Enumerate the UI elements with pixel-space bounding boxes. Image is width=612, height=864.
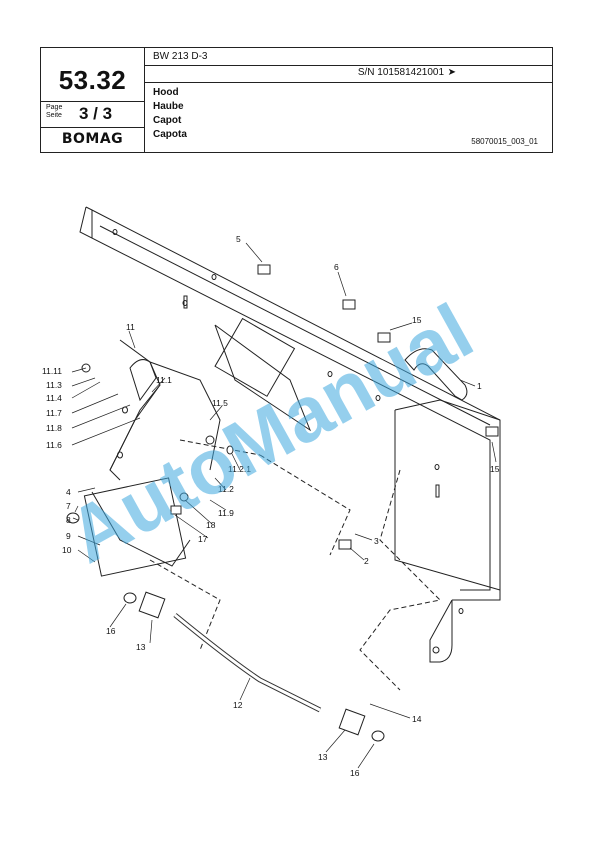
serial-number: S/N 101581421001 bbox=[357, 67, 444, 78]
header-rule bbox=[144, 65, 552, 66]
side-panel bbox=[394, 399, 501, 663]
callout-7: 7 bbox=[66, 501, 71, 511]
callout-18: 18 bbox=[206, 520, 216, 530]
page-label: Page Seite bbox=[46, 104, 62, 120]
callout-13b: 13 bbox=[318, 752, 328, 762]
callout-11-5: 11.5 bbox=[212, 398, 228, 408]
header-rule bbox=[144, 82, 552, 83]
callout-3: 3 bbox=[374, 536, 379, 546]
callout-11-2: 11.2 bbox=[218, 484, 234, 494]
callout-11-9: 11.8 bbox=[46, 423, 62, 433]
callout-5: 5 bbox=[236, 234, 241, 244]
lock-plate bbox=[214, 317, 312, 432]
callout-6: 6 bbox=[334, 262, 339, 272]
assembly-axis bbox=[149, 439, 442, 691]
callout-4: 4 bbox=[66, 487, 71, 497]
callout-11-7: 11.9 bbox=[218, 508, 234, 518]
callout-9: 9 bbox=[66, 531, 71, 541]
document-number: 58070015_003_01 bbox=[471, 137, 538, 146]
callout-15a: 15 bbox=[412, 315, 422, 325]
model-name: BW 213 D-3 bbox=[153, 51, 208, 62]
handle bbox=[404, 348, 468, 401]
callout-17: 17 bbox=[198, 534, 208, 544]
page-label-de: Seite bbox=[46, 112, 62, 119]
callout-11-1: 11.1 bbox=[156, 375, 172, 385]
arrow-icon: ➤ bbox=[447, 67, 456, 78]
page-value: 3 / 3 bbox=[79, 104, 113, 123]
title-fr: Capot bbox=[153, 115, 182, 126]
callout-11-3: 11.3 bbox=[46, 380, 62, 390]
leader-lines bbox=[71, 242, 497, 769]
header-rule bbox=[41, 127, 144, 128]
title-list: Hood Haube Capot Capota bbox=[153, 86, 187, 142]
bolt-icons bbox=[66, 264, 499, 550]
header-divider bbox=[144, 48, 145, 152]
section-number: 53.32 bbox=[58, 65, 127, 95]
header-rule bbox=[41, 101, 144, 102]
gas-strut bbox=[123, 591, 385, 742]
callout-16b: 16 bbox=[350, 768, 360, 778]
callout-11-2-1: 11.2.1 bbox=[228, 464, 251, 474]
callout-11-11: 11.11 bbox=[42, 366, 62, 376]
title-es: Capota bbox=[153, 129, 187, 140]
callout-15b: 15 bbox=[490, 464, 500, 474]
callout-labels: 5 6 15 1 15 11 11.11 11.3 11.4 11.7 11.8… bbox=[42, 234, 500, 778]
callout-11-8: 11.7 bbox=[46, 408, 62, 418]
callout-13a: 13 bbox=[136, 642, 146, 652]
callout-8: 8 bbox=[66, 515, 71, 525]
callout-2: 2 bbox=[364, 556, 369, 566]
callout-1: 1 bbox=[477, 381, 482, 391]
title-de: Haube bbox=[153, 101, 184, 112]
watermark: AutoManual bbox=[54, 287, 487, 580]
header-block: BW 213 D-3 S/N 101581421001 ➤ 53.32 Page… bbox=[40, 47, 553, 153]
callout-10: 10 bbox=[62, 545, 72, 555]
callout-11: 11 bbox=[126, 322, 135, 332]
page-label-en: Page bbox=[46, 104, 63, 111]
callout-11-6: 11.6 bbox=[46, 440, 62, 450]
callout-14: 14 bbox=[412, 714, 422, 724]
callout-16a: 16 bbox=[106, 626, 116, 636]
callout-11-4: 11.4 bbox=[46, 393, 62, 403]
callout-12: 12 bbox=[233, 700, 243, 710]
bomag-logo: BOMAG bbox=[61, 131, 124, 147]
title-en: Hood bbox=[153, 87, 179, 98]
